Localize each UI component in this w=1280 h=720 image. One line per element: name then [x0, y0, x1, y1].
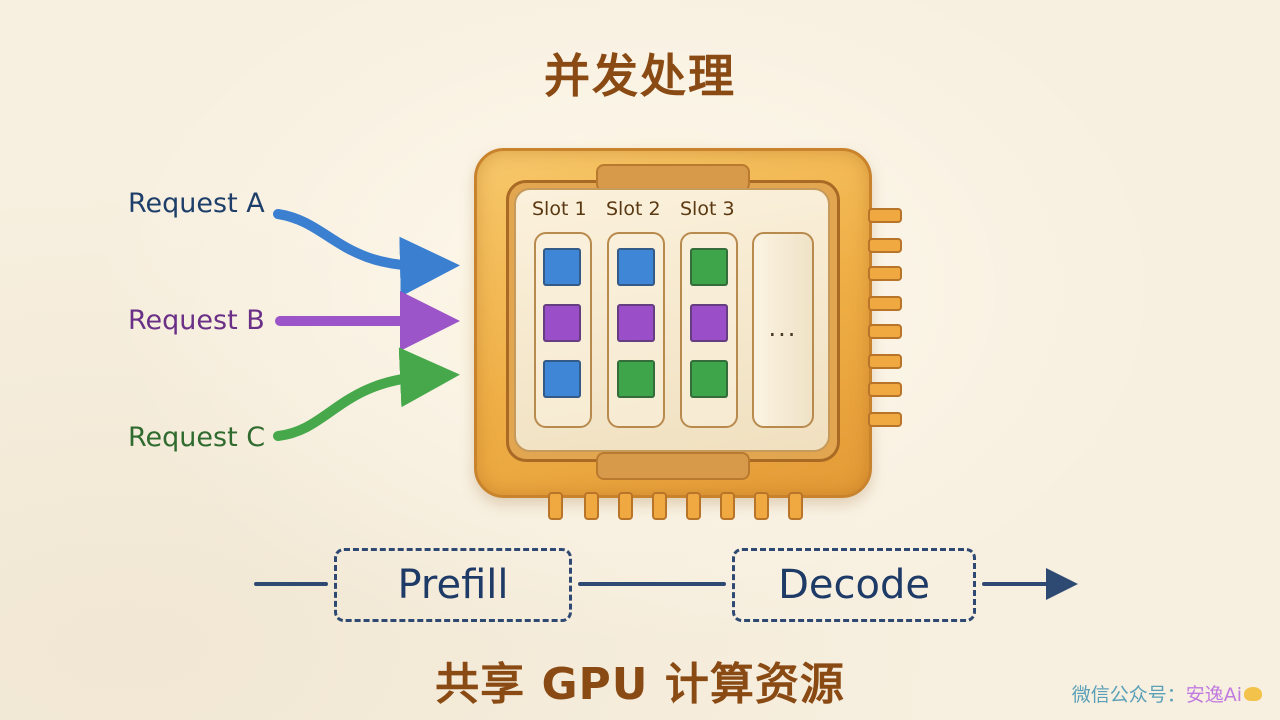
- request-c-label: Request C: [128, 422, 266, 453]
- chip-pin: [868, 238, 902, 253]
- token-block-a: [543, 360, 581, 398]
- chip-pin: [868, 382, 902, 397]
- watermark: 微信公众号：安逸Ai: [1072, 680, 1262, 707]
- chip-pin: [720, 492, 735, 520]
- chip-pin: [868, 324, 902, 339]
- chip-pin: [584, 492, 599, 520]
- prefill-stage: Prefill: [334, 548, 572, 622]
- token-block-c: [690, 248, 728, 286]
- token-block-b: [543, 304, 581, 342]
- request-a-arrow: [273, 209, 460, 297]
- token-block-b: [617, 304, 655, 342]
- chip-pin: [788, 492, 803, 520]
- chip-pin: [686, 492, 701, 520]
- token-block-c: [690, 360, 728, 398]
- diagram-title: 并发处理: [544, 49, 736, 103]
- token-block-c: [617, 360, 655, 398]
- request-a-label: Request A: [128, 188, 265, 219]
- chip-pin: [618, 492, 633, 520]
- slot-1-label: Slot 1: [532, 198, 587, 220]
- token-block-b: [690, 304, 728, 342]
- chip-pin: [868, 354, 902, 369]
- request-c-arrow: [273, 347, 460, 441]
- slot-2-label: Slot 2: [606, 198, 661, 220]
- more-slots-column: ...: [752, 232, 814, 428]
- token-block-a: [617, 248, 655, 286]
- watermark-brand: 安逸Ai: [1185, 684, 1242, 706]
- chip-pin: [868, 208, 902, 223]
- slot-3-label: Slot 3: [680, 198, 735, 220]
- footer-caption: 共享 GPU 计算资源: [435, 659, 845, 710]
- chip-pin: [868, 296, 902, 311]
- chip-pin: [868, 412, 902, 427]
- decode-stage: Decode: [732, 548, 976, 622]
- bird-icon: [1244, 686, 1262, 701]
- chip-pin: [652, 492, 667, 520]
- chip-notch-bottom: [596, 452, 750, 480]
- chip-pin: [548, 492, 563, 520]
- request-b-label: Request B: [128, 305, 265, 336]
- watermark-prefix: 微信公众号：: [1071, 684, 1186, 706]
- chip-pin: [754, 492, 769, 520]
- chip-pin: [868, 266, 902, 281]
- token-block-a: [543, 248, 581, 286]
- more-slots-ellipsis: ...: [768, 314, 798, 342]
